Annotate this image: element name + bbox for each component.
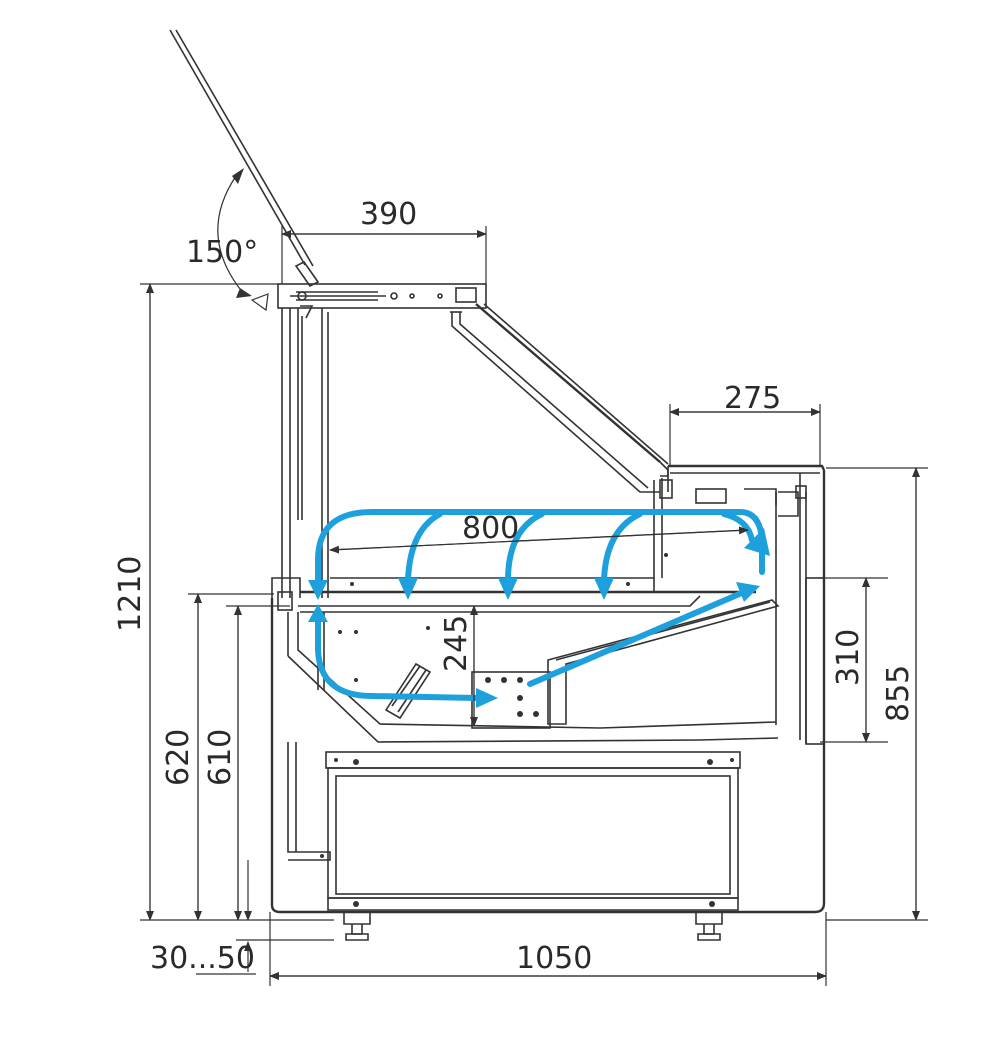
display-deck	[271, 577, 780, 743]
dim-rear-panel-height: 310	[831, 629, 866, 686]
canopy	[169, 29, 673, 598]
dim-total-height: 1210	[113, 556, 148, 632]
cabinet-body	[270, 464, 826, 914]
dim-tray-height: 245	[439, 615, 474, 672]
feet	[343, 912, 723, 941]
dim-glass-angle: 150°	[186, 235, 258, 270]
dim-floor-height: 610	[203, 729, 238, 786]
dim-rear-height: 855	[881, 665, 916, 722]
lower-compartment	[287, 742, 741, 911]
dim-front-height: 620	[161, 729, 196, 786]
dim-display-depth: 800	[462, 511, 519, 546]
dim-counter-depth: 275	[724, 381, 781, 416]
dim-top-depth: 390	[360, 197, 417, 232]
airflow-arrows	[308, 509, 770, 708]
dim-total-depth: 1050	[516, 941, 592, 976]
dimension-lines	[140, 168, 928, 986]
dim-foot-range: 30...50	[150, 941, 255, 976]
